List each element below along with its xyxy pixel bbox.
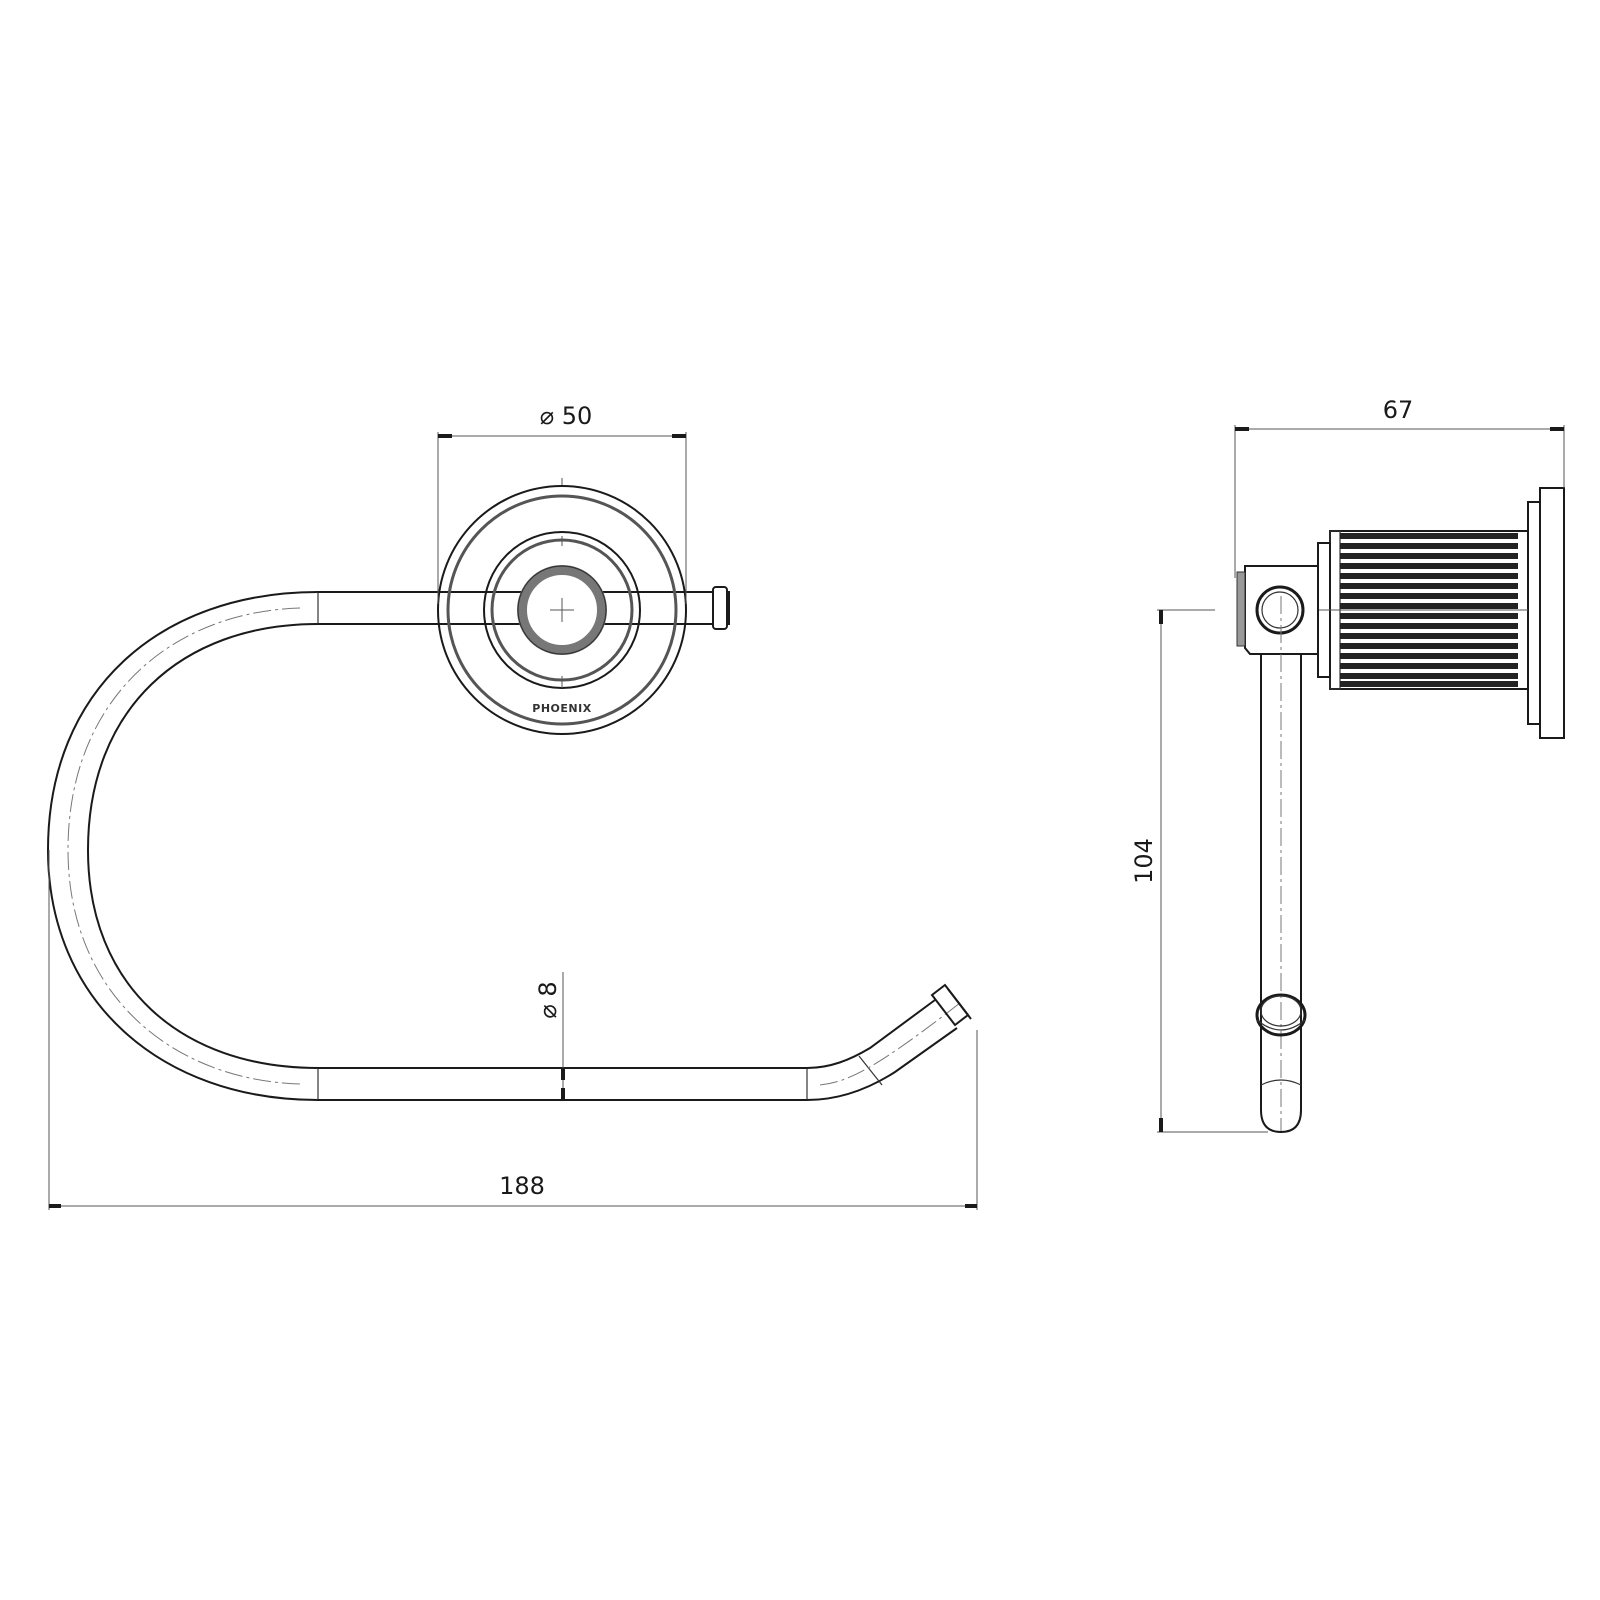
label-overall-width: 188 [499,1172,545,1200]
holder-arm [46,586,972,1101]
side-end-cap [1255,993,1307,1037]
dimension-projection: 67 [1234,396,1565,578]
angled-end-cap [930,983,972,1027]
side-rod [1255,596,1307,1134]
brand-mark: PHOENIX [532,702,591,715]
dimension-backplate-diameter: ⌀ 50 [437,402,687,604]
dimension-height: 104 [1130,609,1268,1133]
label-rod-diameter: ⌀ 8 [534,981,562,1018]
pivot-block [1236,565,1319,655]
front-view: PHOENIX ⌀ 50 ⌀ 8 188 [46,402,978,1210]
wall-plate [1527,487,1565,739]
knurled-body [1317,530,1529,690]
knurl-ridges [1340,533,1518,687]
label-projection: 67 [1383,396,1414,424]
label-backplate-diameter: ⌀ 50 [540,402,593,430]
side-view: 67 104 [1130,396,1565,1134]
dimension-rod-diameter: ⌀ 8 [534,972,565,1100]
label-height: 104 [1130,838,1158,884]
backplate-rosette: PHOENIX [437,478,687,735]
dimension-overall-width: 188 [48,850,978,1210]
top-end-cap [712,586,730,630]
